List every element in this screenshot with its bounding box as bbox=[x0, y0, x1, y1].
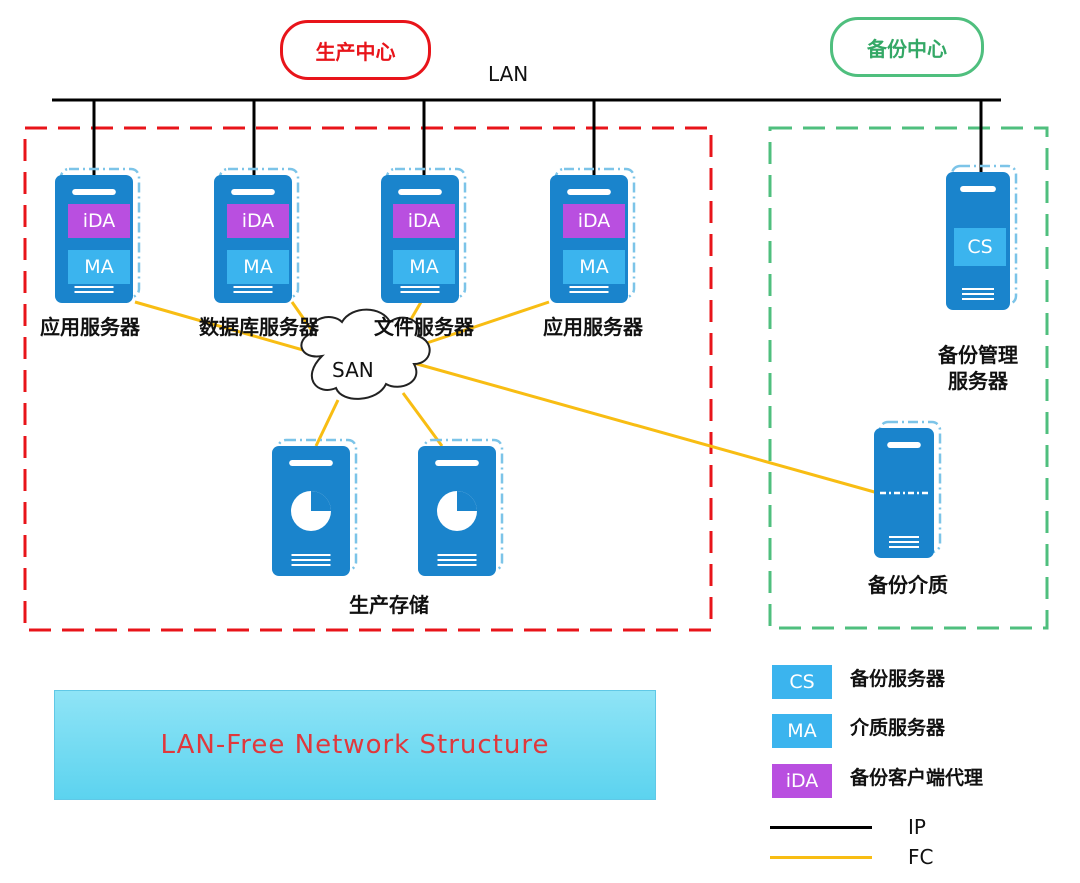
storage-1-icon bbox=[272, 438, 358, 576]
legend-fc-text: FC bbox=[908, 845, 934, 869]
server-vent bbox=[291, 564, 331, 566]
storage-2-icon bbox=[418, 438, 504, 576]
legend-ida-swatch: iDA bbox=[772, 764, 832, 798]
san-label: SAN bbox=[332, 358, 374, 382]
server-vent bbox=[291, 554, 331, 556]
server-slot bbox=[960, 186, 996, 192]
backup-manager-label: 备份管理 bbox=[938, 343, 1018, 367]
server-slot bbox=[887, 442, 921, 448]
server-label: 数据库服务器 bbox=[199, 315, 319, 339]
ma-badge: MA bbox=[393, 250, 455, 284]
pie-slice bbox=[457, 491, 477, 511]
legend-ida-text: 备份客户端代理 bbox=[850, 767, 984, 789]
ida-badge: iDA bbox=[227, 204, 289, 238]
server-slot bbox=[289, 460, 333, 466]
lan-label: LAN bbox=[488, 62, 529, 86]
legend-fc-line bbox=[770, 856, 872, 859]
backup-manager-label: 服务器 bbox=[948, 369, 1008, 393]
backup-media-label: 备份介质 bbox=[868, 573, 948, 597]
ma-badge: MA bbox=[227, 250, 289, 284]
server-slot bbox=[567, 189, 611, 195]
server-vent bbox=[962, 293, 994, 295]
server-vent bbox=[74, 291, 114, 293]
server-vent bbox=[569, 291, 609, 293]
server-vent bbox=[889, 541, 919, 543]
cs-badge: CS bbox=[954, 228, 1006, 266]
production-center-label: 生产中心 bbox=[280, 20, 431, 80]
fc-link bbox=[134, 300, 311, 354]
server-vent bbox=[437, 554, 477, 556]
production-zone bbox=[23, 126, 713, 632]
server-vent bbox=[400, 291, 440, 293]
server-vent bbox=[437, 559, 477, 561]
server-vent bbox=[74, 286, 114, 288]
fc-link bbox=[314, 399, 340, 447]
backup-media-icon bbox=[874, 420, 942, 558]
ida-badge: iDA bbox=[393, 204, 455, 238]
server-vent bbox=[962, 298, 994, 300]
pie-slice bbox=[311, 491, 331, 511]
server-shapes bbox=[55, 164, 1018, 576]
server-vent bbox=[569, 286, 609, 288]
ida-badge: iDA bbox=[563, 204, 625, 238]
server-slot bbox=[72, 189, 116, 195]
server-outline bbox=[950, 164, 1018, 306]
storage-label: 生产存储 bbox=[349, 593, 429, 617]
legend-cs-swatch: CS bbox=[772, 665, 832, 699]
legend-ma-text: 介质服务器 bbox=[850, 717, 946, 739]
server-vent bbox=[400, 286, 440, 288]
server-label: 应用服务器 bbox=[40, 315, 140, 339]
ma-badge: MA bbox=[563, 250, 625, 284]
server-label: 应用服务器 bbox=[543, 315, 643, 339]
lan-lines bbox=[52, 98, 1001, 175]
fc-link bbox=[401, 392, 444, 447]
server-vent bbox=[233, 286, 273, 288]
server-slot bbox=[398, 189, 442, 195]
server-vent bbox=[291, 559, 331, 561]
server-label: 文件服务器 bbox=[374, 315, 474, 339]
server-vent bbox=[962, 288, 994, 290]
fc-link bbox=[409, 360, 879, 495]
server-vent bbox=[233, 291, 273, 293]
ida-badge: iDA bbox=[68, 204, 130, 238]
backup-zone bbox=[768, 126, 1049, 630]
legend-ip-line bbox=[770, 826, 872, 829]
diagram-title: LAN-Free Network Structure bbox=[54, 690, 656, 800]
legend-cs-text: 备份服务器 bbox=[850, 668, 946, 690]
server-slot bbox=[435, 460, 479, 466]
ma-badge: MA bbox=[68, 250, 130, 284]
server-slot bbox=[231, 189, 275, 195]
server-vent bbox=[437, 564, 477, 566]
server-vent bbox=[889, 546, 919, 548]
san-cloud bbox=[300, 308, 431, 400]
legend-ma-swatch: MA bbox=[772, 714, 832, 748]
backup-center-label: 备份中心 bbox=[830, 17, 984, 77]
legend-ip-text: IP bbox=[908, 815, 926, 839]
server-vent bbox=[889, 536, 919, 538]
